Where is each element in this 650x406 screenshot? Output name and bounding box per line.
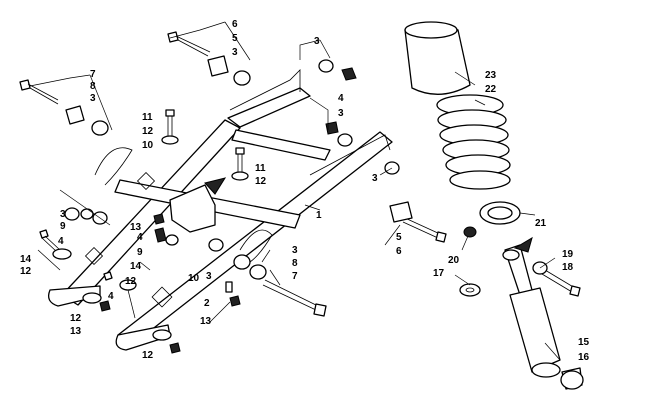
callout-20: 20 <box>448 255 460 266</box>
callout-19: 19 <box>562 249 574 260</box>
callout-6: 6 <box>232 19 238 30</box>
callout-21: 21 <box>535 218 547 229</box>
callout-3: 3 <box>292 245 298 256</box>
callout-7: 7 <box>292 271 298 282</box>
spring-seat <box>479 201 521 225</box>
leader-lines <box>29 21 561 361</box>
callout-13: 13 <box>70 326 82 337</box>
bushings <box>64 55 548 280</box>
callout-11: 11 <box>142 112 153 123</box>
callout-10: 10 <box>142 140 154 151</box>
callout-22: 22 <box>485 84 497 95</box>
shock-bushing <box>560 367 584 390</box>
callout-4: 4 <box>137 232 143 243</box>
shock-absorber <box>502 236 561 378</box>
callout-5: 5 <box>396 232 402 243</box>
callout-4: 4 <box>108 291 114 302</box>
callout-7: 7 <box>90 69 96 80</box>
bolts <box>19 31 581 317</box>
callout-17: 17 <box>433 268 445 279</box>
callout-3: 3 <box>232 47 238 58</box>
callout-8: 8 <box>90 81 96 92</box>
callout-3: 3 <box>314 36 320 47</box>
callout-12: 12 <box>125 276 137 287</box>
callout-3: 3 <box>206 271 212 282</box>
callout-12: 12 <box>142 126 154 137</box>
suspension-frame <box>61 69 393 346</box>
callout-5: 5 <box>232 33 238 44</box>
callout-11: 11 <box>255 163 266 174</box>
washers <box>52 135 481 341</box>
callout-10: 10 <box>188 273 200 284</box>
callout-3: 3 <box>90 93 96 104</box>
callout-15: 15 <box>578 337 590 348</box>
callout-13: 13 <box>200 316 212 327</box>
part-callouts: 1 2 3 3 3 3 3 3 3 3 4 4 4 4 5 5 6 6 7 7 … <box>20 19 590 363</box>
nuts <box>99 213 241 354</box>
spring-boot <box>404 21 471 95</box>
coil-spring <box>436 94 511 190</box>
callout-14: 14 <box>20 254 32 265</box>
callout-1: 1 <box>316 210 322 221</box>
callout-9: 9 <box>60 221 66 232</box>
callout-3: 3 <box>60 209 66 220</box>
callout-12: 12 <box>142 350 154 361</box>
callout-4: 4 <box>58 236 64 247</box>
callout-3: 3 <box>372 173 378 184</box>
callout-6: 6 <box>396 246 402 257</box>
callout-12: 12 <box>255 176 267 187</box>
callout-12: 12 <box>20 266 32 277</box>
callout-14: 14 <box>130 261 142 272</box>
callout-23: 23 <box>485 70 497 81</box>
callout-3: 3 <box>338 108 344 119</box>
callout-4: 4 <box>338 93 344 104</box>
callout-12: 12 <box>70 313 82 324</box>
callout-9: 9 <box>137 247 143 258</box>
callout-2: 2 <box>204 298 210 309</box>
callout-8: 8 <box>292 258 298 269</box>
callout-13: 13 <box>130 222 142 233</box>
callout-18: 18 <box>562 262 574 273</box>
callout-16: 16 <box>578 352 590 363</box>
